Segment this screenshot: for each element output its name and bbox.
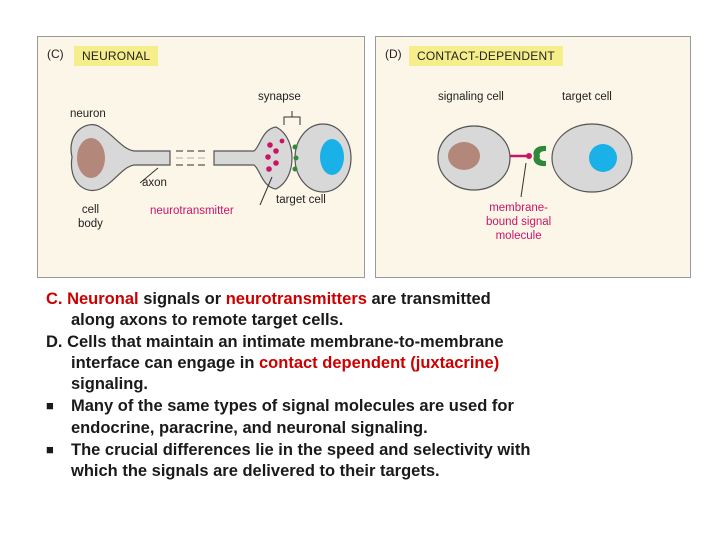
highlight-juxtacrine: contact dependent (juxtacrine) (258, 353, 500, 372)
panel-d-title: CONTACT-DEPENDENT (409, 46, 563, 66)
c-marker: C. (46, 290, 68, 308)
panel-c-title: NEURONAL (74, 46, 159, 66)
neuronal-diagram (70, 111, 352, 206)
line-c-2: along axons to remote target cells. (71, 311, 344, 330)
panel-d-tag: (D) (385, 47, 402, 61)
highlight-neuronal: Neuronal (67, 290, 139, 308)
signaling-cell (437, 125, 511, 191)
neurotransmitter-dots (265, 138, 285, 172)
label-synapse: synapse (258, 91, 301, 103)
label-axon: axon (142, 177, 167, 189)
neuron-shape (70, 124, 171, 192)
d-line2-a: interface can engage in (71, 353, 259, 372)
axon-terminal (213, 126, 293, 190)
neuron-nucleus (77, 138, 105, 178)
label-membrane-bound-molecule: membrane- bound signal molecule (486, 202, 552, 242)
highlight-neurotransmitters: neurotransmitters (225, 290, 367, 308)
axon-break (176, 150, 208, 166)
panel-c-tag: (C) (47, 47, 64, 61)
label-target-cell-c: target cell (276, 194, 326, 206)
membrane-bound-molecule (510, 145, 546, 167)
bullet-1-line-2: endocrine, paracrine, and neuronal signa… (71, 418, 428, 437)
panel-contact-dependent: (D) CONTACT-DEPENDENT signaling cell tar… (375, 36, 691, 278)
bullet-icon: ■ (46, 442, 54, 458)
target-nucleus-c (320, 139, 344, 175)
bullet-2-line-1: ■ The crucial differences lie in the spee… (46, 439, 706, 461)
target-nucleus-d (589, 144, 617, 172)
line-c-1: C. Neuronal signals or neurotransmitters… (46, 289, 706, 310)
bullet-icon: ■ (46, 398, 54, 414)
line-d-1: D. Cells that maintain an intimate membr… (46, 332, 504, 351)
bullet-1-line-1: ■ Many of the same types of signal molecu… (46, 395, 706, 417)
line-d-2: interface can engage in contact dependen… (46, 353, 706, 374)
label-neurotransmitter: neurotransmitter (150, 205, 234, 217)
label-cell-body: cell body (78, 204, 103, 230)
label-neuron: neuron (70, 108, 106, 120)
target-cell-c (294, 123, 352, 193)
b1-line1: Many of the same types of signal molecul… (71, 397, 514, 416)
panel-neuronal: (C) NEURONAL (37, 36, 365, 278)
contact-dependent-diagram (437, 123, 633, 198)
line-d-3: signaling. (71, 375, 149, 394)
bullet-2-line-2: which the signals are delivered to their… (71, 462, 440, 481)
label-target-cell-d: target cell (562, 91, 612, 103)
c-end: are transmitted (366, 290, 491, 308)
target-cell-d (551, 123, 633, 193)
body-text: C. Neuronal signals or neurotransmitters… (46, 289, 706, 483)
b2-line1: The crucial differences lie in the speed… (71, 441, 531, 460)
c-mid: signals or (138, 290, 226, 308)
label-signaling-cell: signaling cell (438, 91, 504, 103)
receptors (292, 144, 299, 172)
signaling-nucleus (448, 142, 480, 170)
